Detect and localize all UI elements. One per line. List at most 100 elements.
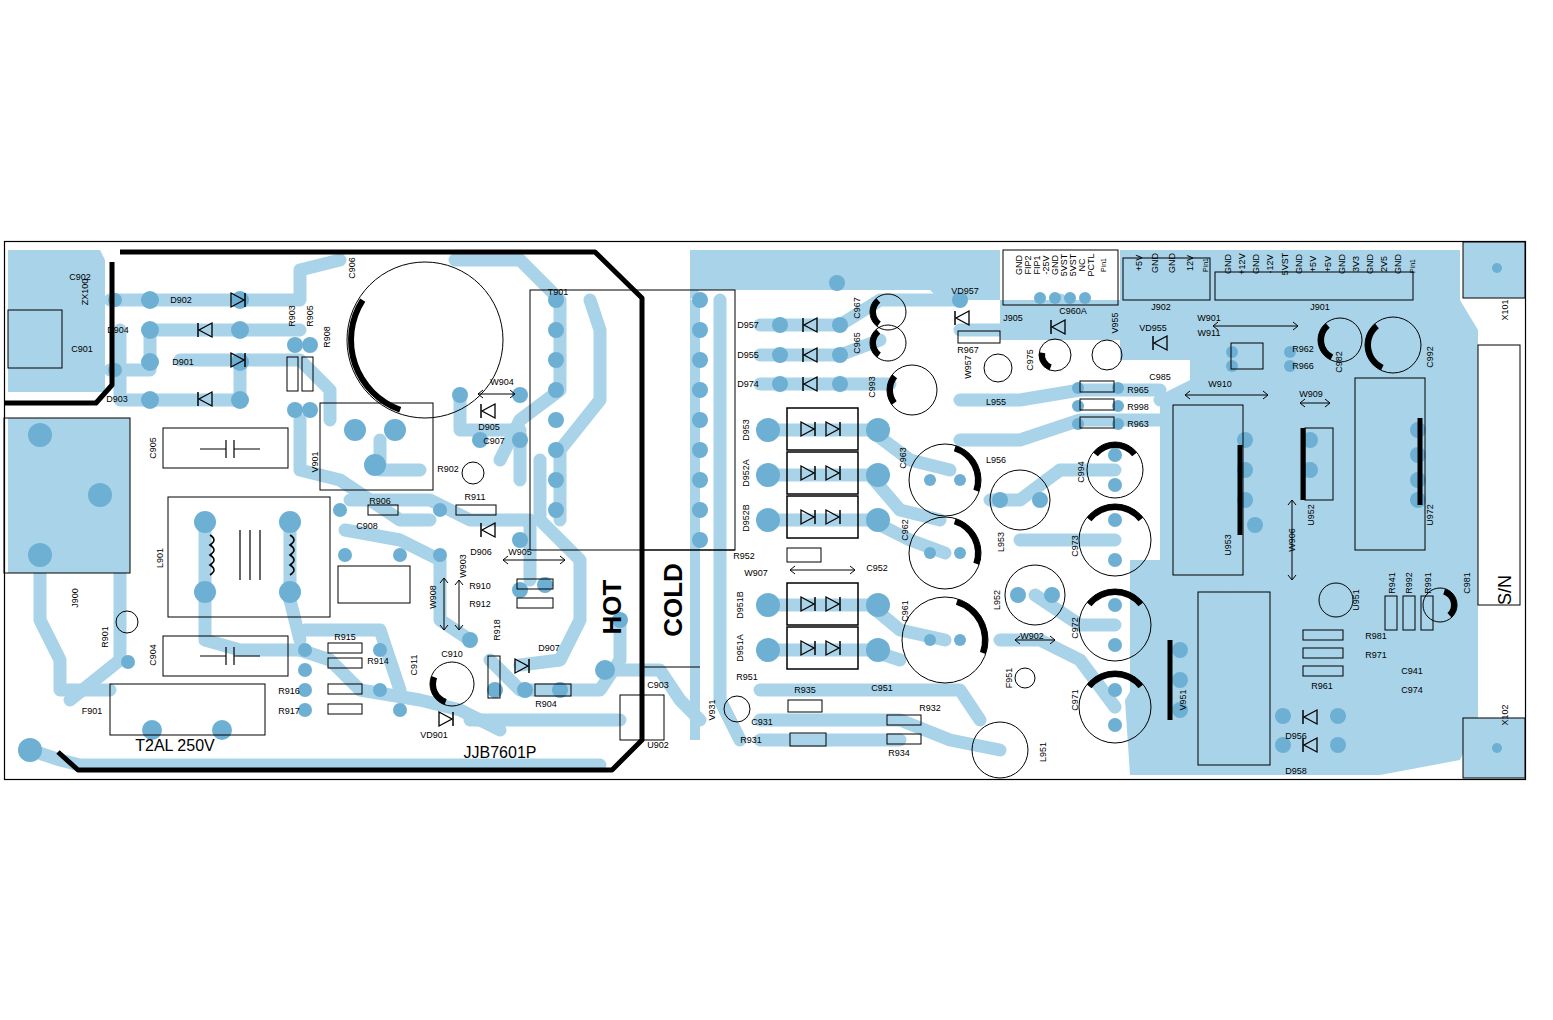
solder-pad <box>302 337 318 353</box>
jumper-mark <box>790 566 855 574</box>
part-outline <box>8 310 62 368</box>
part-label: C963 <box>899 447 908 469</box>
part-label: L953 <box>997 532 1006 552</box>
solder-pad <box>1108 513 1122 527</box>
part-outline <box>168 497 330 617</box>
capacitor-outline <box>1005 565 1065 625</box>
part-outline <box>1303 666 1343 676</box>
diode-symbol <box>839 466 841 480</box>
part-label: R931 <box>740 736 762 745</box>
capacitor-outline <box>430 662 474 706</box>
part-label: 5VST <box>1281 253 1290 276</box>
capacitor-outline <box>1092 340 1122 370</box>
solder-pad <box>279 581 301 603</box>
part-label: C975 <box>1026 349 1035 371</box>
part-outline <box>328 643 362 653</box>
copper-trace <box>560 300 600 520</box>
part-label: W909 <box>1299 390 1323 399</box>
part-label: W902 <box>1020 632 1044 641</box>
part-outline <box>788 700 822 712</box>
part-label: R981 <box>1365 632 1387 641</box>
solder-pad <box>1330 708 1346 724</box>
part-label: C961 <box>901 600 910 622</box>
coil-symbol <box>290 535 294 575</box>
part-outline <box>887 715 921 725</box>
solder-pad <box>298 683 312 697</box>
part-outline <box>787 627 858 669</box>
copper-trace <box>305 630 400 690</box>
part-label: D906 <box>470 548 492 557</box>
solder-pad <box>194 581 216 603</box>
jumper-mark <box>1288 500 1296 580</box>
solder-pad <box>1064 292 1076 304</box>
part-label: C992 <box>1426 346 1435 368</box>
solder-pad <box>298 663 312 677</box>
part-outline <box>1231 343 1263 369</box>
part-label: W907 <box>744 569 768 578</box>
part-label: R963 <box>1127 420 1149 429</box>
diode-symbol <box>804 377 817 391</box>
solder-pad <box>279 511 301 533</box>
solder-pad <box>692 382 708 398</box>
solder-pad <box>832 347 848 363</box>
diode-symbol <box>956 311 969 325</box>
part-outline <box>1463 242 1525 298</box>
part-label: 3V3 <box>1352 256 1361 272</box>
capacitor-outline <box>990 470 1050 530</box>
solder-pad <box>302 402 318 418</box>
part-label: R910 <box>469 582 491 591</box>
part-label: U952 <box>1307 504 1316 526</box>
part-outline <box>787 496 858 538</box>
isolation-boundary <box>5 252 642 770</box>
diode-symbol <box>1154 336 1167 350</box>
part-label: HOT <box>599 580 625 635</box>
part-label: GND <box>1168 253 1177 273</box>
solder-pad <box>1049 292 1061 304</box>
part-label: C974 <box>1401 686 1423 695</box>
part-outline <box>1173 405 1243 575</box>
part-label: C907 <box>483 437 505 446</box>
solder-pad <box>1108 638 1122 652</box>
copper-trace <box>460 400 520 480</box>
part-label: W903 <box>459 554 468 578</box>
part-outline <box>368 505 398 515</box>
heatsink-bar <box>1168 640 1173 720</box>
part-label: D951A <box>736 634 745 662</box>
part-label: W910 <box>1208 380 1232 389</box>
diode-symbol <box>1052 320 1065 334</box>
part-label: 5VST <box>1060 254 1069 277</box>
solder-pad <box>28 423 52 447</box>
solder-pad <box>595 660 615 680</box>
part-label: D907 <box>538 644 560 653</box>
solder-pad <box>1108 448 1122 462</box>
solder-pad <box>298 643 312 657</box>
part-outline <box>787 583 858 625</box>
copper-trace <box>1310 640 1440 660</box>
diode-symbol <box>804 348 817 362</box>
part-label: R935 <box>794 686 816 695</box>
part-outline <box>328 658 362 668</box>
part-label: R902 <box>437 465 459 474</box>
part-label: C906 <box>348 257 357 279</box>
solder-pad <box>829 275 845 291</box>
solder-pad <box>433 503 447 517</box>
solder-pad <box>756 638 780 662</box>
capacitor-outline <box>724 696 750 722</box>
heatsink-bar <box>1418 418 1423 505</box>
diode-symbol <box>197 392 199 406</box>
solder-pad <box>1275 708 1291 724</box>
diode-symbol <box>826 597 839 611</box>
diode-symbol <box>199 392 212 406</box>
solder-pad <box>512 532 528 548</box>
part-label: -12V <box>1266 254 1275 273</box>
part-label: GND <box>1252 254 1261 274</box>
part-label: JJB7601P <box>464 745 537 761</box>
solder-pad <box>517 682 533 698</box>
part-label: GND <box>1295 254 1304 274</box>
part-label: C971 <box>1071 689 1080 711</box>
part-label: GND <box>1151 253 1160 273</box>
jumper-mark <box>1185 391 1268 399</box>
part-label: C981 <box>1463 572 1472 594</box>
outline-group <box>4 242 1525 778</box>
